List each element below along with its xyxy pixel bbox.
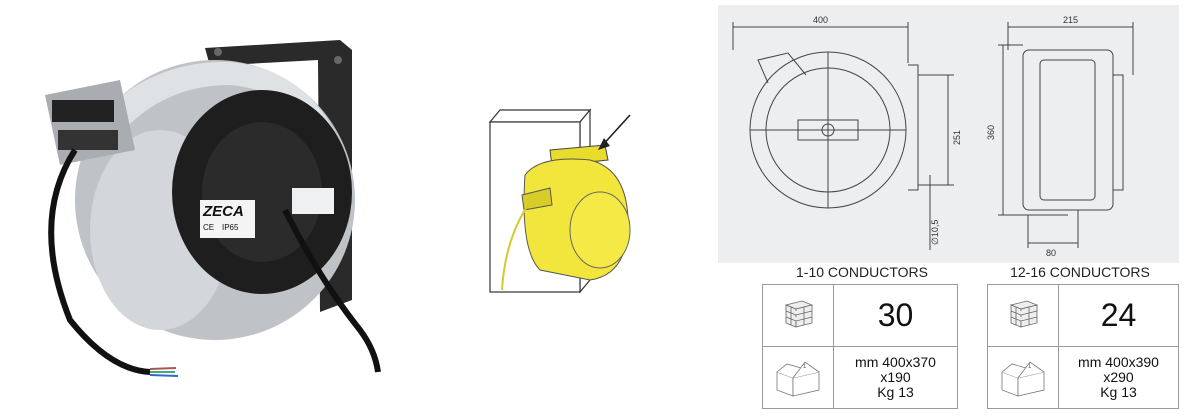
package-dimensions: mm 400x370	[855, 354, 936, 370]
ip-rating: IP65	[222, 223, 239, 232]
dim-base: 80	[1046, 248, 1056, 258]
svg-text:1: 1	[1028, 364, 1032, 370]
variant-caption-2: 12-16 CONDUCTORS	[1010, 264, 1150, 280]
mounting-illustration	[480, 100, 640, 300]
box-icon-cell: 1	[762, 346, 834, 409]
technical-drawing: 400 215 360 251 ∅10,5 80	[718, 5, 1179, 263]
product-photo: ZECA CE IP65	[0, 0, 400, 413]
dim-total-height: 360	[986, 125, 996, 140]
brand-logo: ZECA	[203, 203, 244, 220]
pallet-icon	[784, 300, 814, 328]
box-icon: 1	[776, 360, 820, 397]
packaging-table-1: 30 1 mm 400x370 x190 Kg 13	[762, 284, 958, 409]
variant-caption-1: 1-10 CONDUCTORS	[796, 264, 928, 280]
package-weight: Kg 13	[877, 384, 914, 400]
package-info: mm 400x390 x290 Kg 13	[1058, 346, 1179, 409]
pallet-icon-cell	[762, 284, 834, 347]
dim-front-width: 400	[813, 15, 828, 25]
dim-mount-spacing: 251	[952, 130, 962, 145]
packaging-table-2: 24 1 mm 400x390 x290 Kg 13	[987, 284, 1179, 409]
dim-side-width: 215	[1063, 15, 1078, 25]
package-dimensions: mm 400x390	[1078, 354, 1159, 370]
pallet-icon-cell	[987, 284, 1059, 347]
package-depth: x190	[880, 369, 911, 385]
package-info: mm 400x370 x190 Kg 13	[833, 346, 958, 409]
dim-hole-diameter: ∅10,5	[930, 220, 940, 245]
pallet-quantity: 24	[1058, 284, 1179, 347]
pallet-quantity: 30	[833, 284, 958, 347]
package-weight: Kg 13	[1100, 384, 1137, 400]
svg-text:1: 1	[803, 364, 807, 370]
ce-mark: CE	[203, 223, 215, 232]
box-icon: 1	[1001, 360, 1045, 397]
box-icon-cell: 1	[987, 346, 1059, 409]
package-depth: x290	[1103, 369, 1134, 385]
pallet-icon	[1009, 300, 1039, 328]
